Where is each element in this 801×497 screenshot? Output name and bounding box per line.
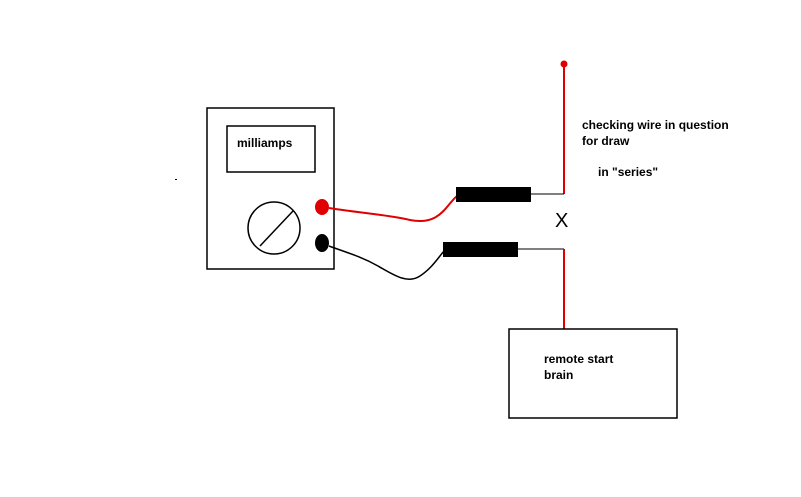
annotation-line-1: checking wire in question bbox=[582, 118, 729, 132]
black-test-lead bbox=[328, 245, 445, 280]
stray-dot bbox=[175, 179, 177, 180]
remote-start-module bbox=[508, 328, 678, 419]
multimeter-body bbox=[206, 107, 335, 270]
annotation-line-2: for draw bbox=[582, 134, 630, 148]
multimeter-dial bbox=[247, 201, 301, 255]
red-test-lead bbox=[328, 195, 458, 223]
positive-jack bbox=[315, 199, 329, 215]
red-probe-tip bbox=[456, 187, 531, 202]
module-label-line-1: remote start bbox=[544, 352, 614, 366]
display-label: milliamps bbox=[237, 136, 293, 150]
module-label-line-2: brain bbox=[544, 368, 574, 382]
negative-jack bbox=[315, 234, 329, 252]
multimeter-display bbox=[226, 125, 316, 173]
wire-cut-mark: X bbox=[555, 210, 569, 232]
black-probe-tip bbox=[443, 242, 518, 257]
dial-pointer bbox=[259, 210, 294, 247]
annotation-line-3: in "series" bbox=[598, 165, 659, 179]
